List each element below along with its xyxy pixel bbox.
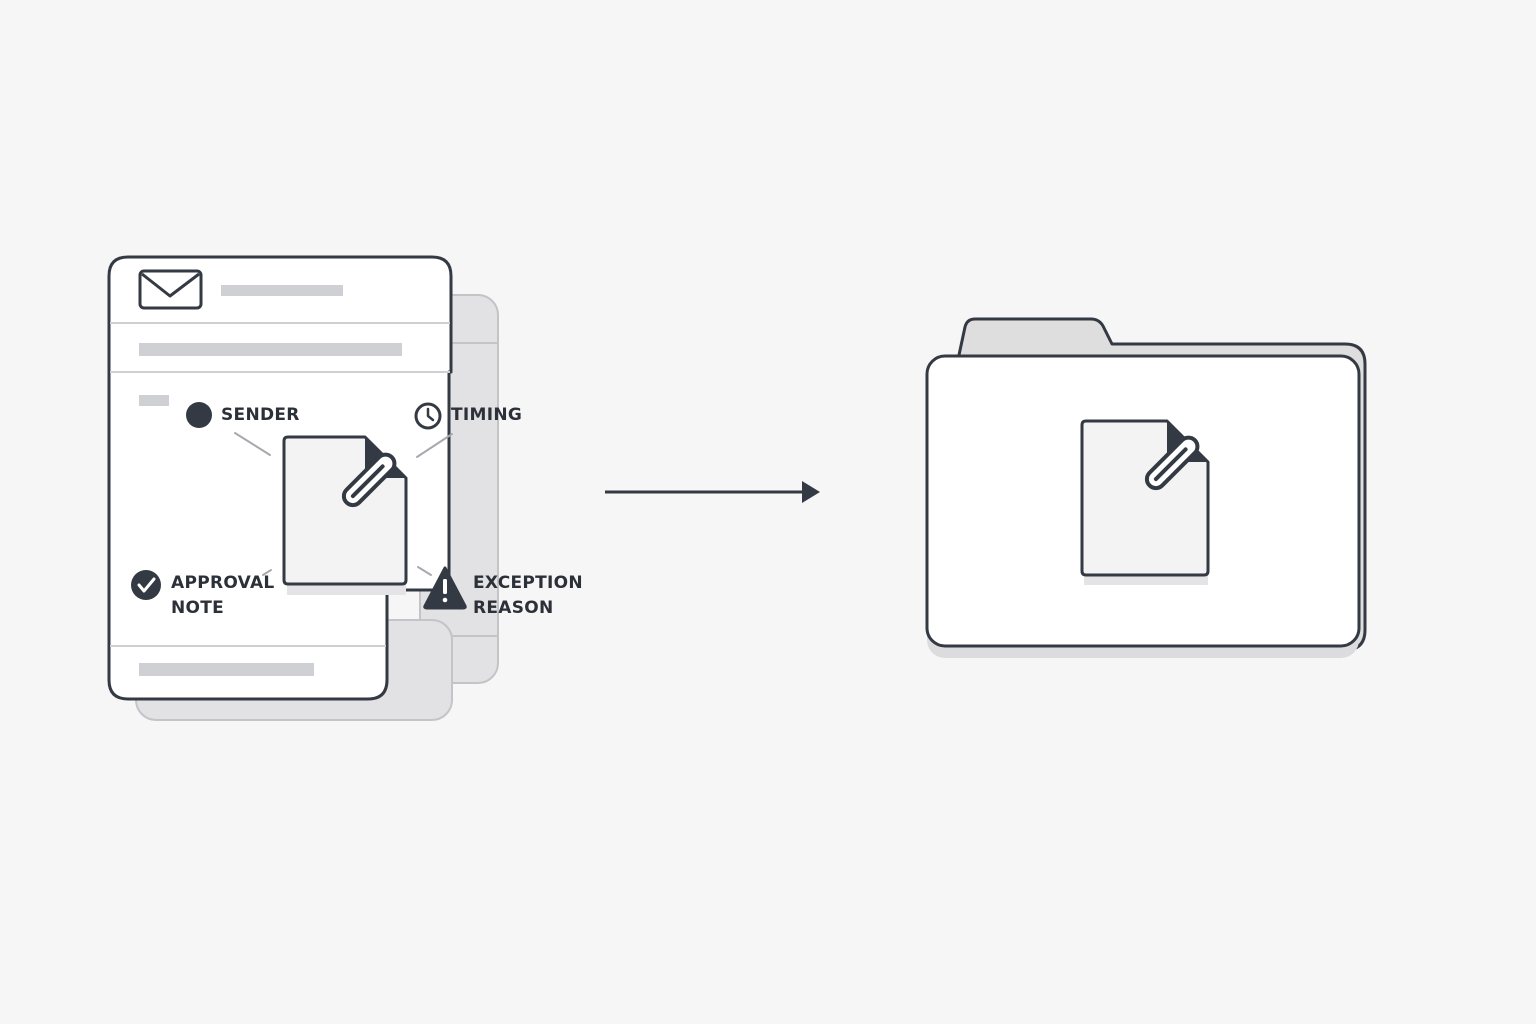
body-placeholder-bar (139, 395, 169, 406)
folder-icon (925, 317, 1367, 658)
footer-placeholder-bar (139, 663, 314, 676)
header-placeholder-bar (139, 343, 402, 356)
approval-note-label: APPROVAL NOTE (171, 571, 275, 621)
clock-icon (414, 402, 442, 430)
paperclip-icon (1144, 435, 1200, 491)
timing-label-text: TIMING (451, 405, 523, 425)
approval-label-line2: NOTE (171, 598, 225, 618)
approval-label-line1: APPROVAL (171, 573, 275, 593)
timing-label: TIMING (451, 403, 522, 428)
attached-document-icon (1080, 419, 1210, 585)
email-stack (107, 255, 499, 721)
subject-placeholder-bar (221, 285, 343, 296)
paperclip-icon (341, 452, 397, 508)
envelope-icon (138, 269, 203, 310)
sender-label: SENDER (221, 403, 300, 428)
exception-reason-label: EXCEPTION REASON (473, 571, 583, 621)
arrow-right-icon (605, 481, 820, 503)
callout-connectors (234, 432, 453, 576)
person-dot-icon (186, 402, 212, 428)
exception-label-line1: EXCEPTION (473, 573, 583, 593)
warning-triangle-icon (423, 566, 467, 610)
sender-label-text: SENDER (221, 405, 300, 425)
attachment-document (282, 435, 408, 595)
check-circle-icon (131, 570, 161, 600)
exception-label-line2: REASON (473, 598, 554, 618)
